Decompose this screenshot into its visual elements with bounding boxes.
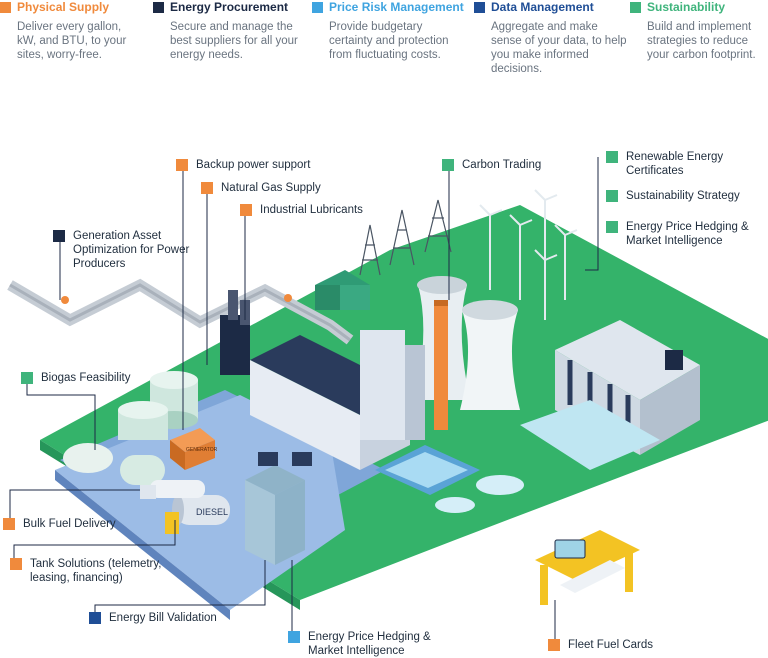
label-bulk-fuel: Bulk Fuel Delivery — [3, 517, 116, 531]
label-text: Fleet Fuel Cards — [568, 639, 654, 651]
control-tower — [245, 452, 312, 565]
sustainability-marker — [442, 159, 454, 171]
legend-physical-supply: Physical Supply Deliver every gallon, kW… — [0, 0, 150, 62]
physical-supply-marker — [10, 558, 22, 570]
label-carbon-trading: Carbon Trading — [442, 158, 541, 172]
label-industrial-lubricants: Industrial Lubricants — [240, 203, 363, 217]
label-sustainability-strategy: Sustainability Strategy — [606, 189, 740, 203]
legend-desc: Deliver every gallon, kW, and BTU, to yo… — [17, 21, 127, 61]
price-risk-marker — [288, 631, 300, 643]
label-text: Energy Price Hedging & Market Intelligen… — [626, 221, 749, 247]
legend-price-risk: Price Risk Management Provide budgetary … — [312, 0, 472, 62]
sustainability-marker — [606, 190, 618, 202]
hydro-dam — [520, 320, 700, 470]
factory-building — [220, 290, 425, 470]
price-risk-swatch — [312, 1, 323, 13]
label-fleet-fuel: Fleet Fuel Cards — [548, 638, 653, 652]
diesel-text: DIESEL — [196, 507, 228, 517]
substation — [315, 270, 370, 310]
label-natural-gas: Natural Gas Supply — [201, 181, 321, 195]
label-leader-lines — [9, 157, 599, 645]
energy-procurement-swatch — [153, 1, 164, 13]
sustainability-marker — [21, 372, 33, 384]
label-bill-validation: Energy Bill Validation — [89, 611, 217, 625]
sustainability-marker — [606, 221, 618, 233]
legend-desc: Provide budgetary certainty and protecti… — [329, 21, 449, 61]
generator: GENERATOR — [170, 428, 218, 470]
label-text: Renewable Energy Certificates — [626, 151, 724, 177]
legend-sustainability: Sustainability Build and implement strat… — [630, 0, 768, 62]
legend-title: Sustainability — [647, 0, 726, 14]
energy-procurement-marker — [53, 230, 65, 242]
legend-desc: Build and implement strategies to reduce… — [647, 21, 756, 61]
physical-supply-marker — [3, 518, 15, 530]
storage-tanks — [63, 371, 198, 485]
physical-supply-marker — [176, 159, 188, 171]
label-text: Energy Price Hedging & Market Intelligen… — [308, 631, 431, 657]
label-text: Industrial Lubricants — [260, 204, 363, 216]
label-renewable-certificates: Renewable Energy Certificates — [606, 150, 736, 178]
transmission-towers — [359, 199, 452, 276]
legend-title: Physical Supply — [17, 0, 110, 14]
label-backup-power: Backup power support — [176, 158, 310, 172]
smokestack — [434, 300, 448, 430]
data-management-swatch — [474, 1, 485, 13]
physical-supply-marker — [548, 639, 560, 651]
data-management-marker — [89, 612, 101, 624]
physical-supply-swatch — [0, 1, 11, 13]
wind-turbines — [479, 189, 578, 320]
label-hedging-price-risk: Energy Price Hedging & Market Intelligen… — [288, 630, 448, 658]
label-text: Natural Gas Supply — [221, 182, 321, 194]
label-text: Backup power support — [196, 159, 311, 171]
sustainability-marker — [606, 151, 618, 163]
label-text: Bulk Fuel Delivery — [23, 518, 116, 530]
legend-title: Data Management — [491, 0, 594, 14]
legend-title: Energy Procurement — [170, 0, 289, 14]
category-legend: Physical Supply Deliver every gallon, kW… — [0, 0, 768, 75]
legend-desc: Aggregate and make sense of your data, t… — [491, 21, 627, 75]
physical-supply-marker — [201, 182, 213, 194]
label-text: Tank Solutions (telemetry, leasing, fina… — [30, 558, 162, 584]
fuel-truck — [140, 480, 205, 499]
label-text: Biogas Feasibility — [41, 372, 131, 384]
water-ponds — [375, 445, 524, 513]
label-text: Sustainability Strategy — [626, 190, 740, 202]
label-biogas: Biogas Feasibility — [21, 371, 130, 385]
generator-text: GENERATOR — [186, 447, 218, 453]
label-generation-asset: Generation Asset Optimization for Power … — [53, 229, 203, 271]
label-tank-solutions: Tank Solutions (telemetry, leasing, fina… — [10, 557, 190, 585]
sustainability-swatch — [630, 1, 641, 13]
legend-energy-procurement: Energy Procurement Secure and manage the… — [153, 0, 313, 62]
legend-desc: Secure and manage the best suppliers for… — [170, 21, 298, 61]
label-text: Carbon Trading — [462, 159, 542, 171]
legend-title: Price Risk Management — [329, 0, 464, 14]
pipeline — [7, 278, 354, 345]
label-hedging-sustainability: Energy Price Hedging & Market Intelligen… — [606, 220, 766, 248]
label-text: Energy Bill Validation — [109, 612, 217, 624]
fleet-fuel-station — [535, 530, 640, 605]
legend-data-management: Data Management Aggregate and make sense… — [474, 0, 627, 76]
label-text: Generation Asset Optimization for Power … — [73, 230, 190, 270]
physical-supply-marker — [240, 204, 252, 216]
